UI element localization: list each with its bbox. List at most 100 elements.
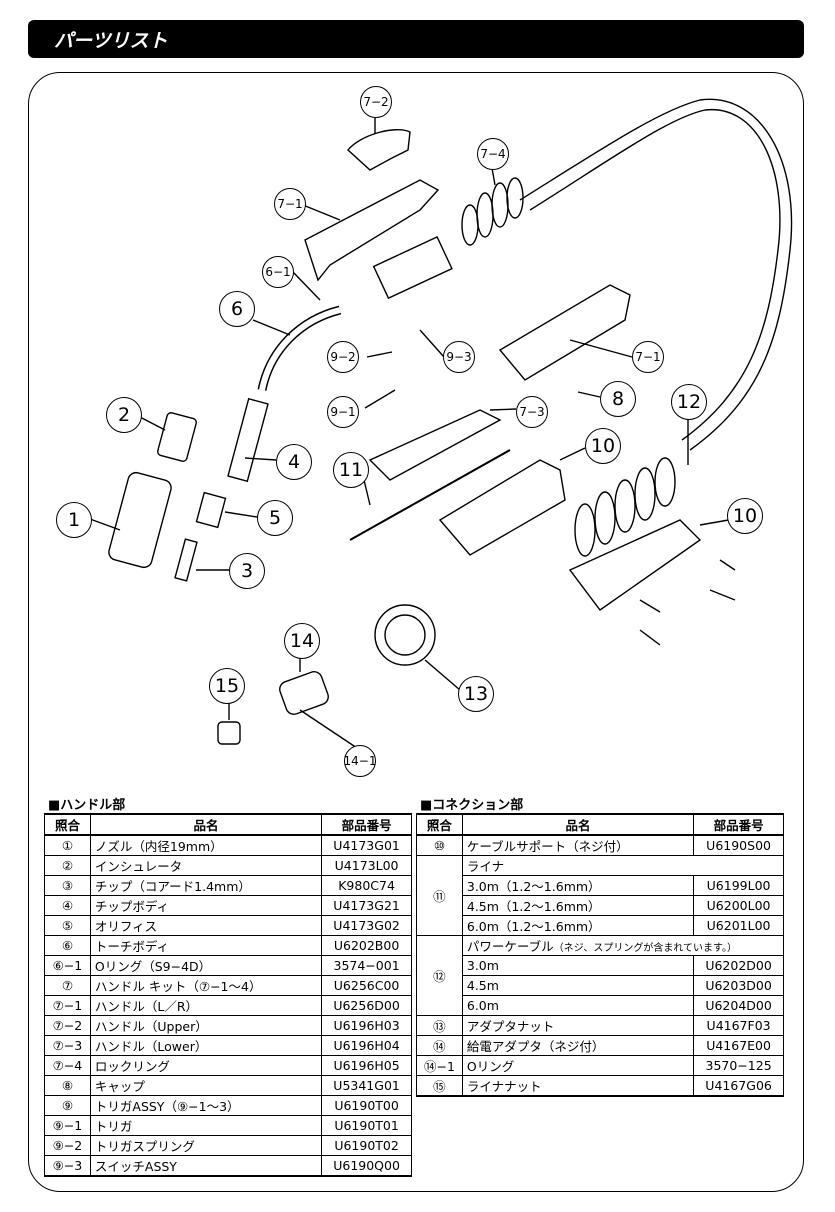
table-row: 6.0m（1.2〜1.6mm） U6201L00	[417, 915, 784, 936]
col-header-ref: 照合	[44, 813, 91, 836]
callout-7-1-right: 7−1	[632, 341, 664, 373]
callout-6: 6	[219, 291, 255, 327]
ref-cell: ⑨−3	[44, 1155, 91, 1177]
connection-parts-table: 照合 品名 部品番号 ⑩ ケーブルサポート（ネジ付） U6190S00 ⑪ ライ…	[416, 813, 785, 1097]
name-cell: 4.5m（1.2〜1.6mm）	[461, 895, 695, 916]
page-title: パーツリスト	[54, 30, 168, 52]
callout-2: 2	[106, 397, 142, 433]
ref-cell: ⑭	[416, 1035, 463, 1056]
name-cell: アダプタナット	[461, 1015, 695, 1036]
name-cell: ノズル（内径19mm）	[89, 834, 323, 856]
name-cell: スイッチASSY	[89, 1155, 323, 1177]
code-cell: U4173G01	[321, 834, 412, 856]
table-row: 6.0m U6204D00	[417, 995, 784, 1016]
code-cell: U4173L00	[321, 855, 412, 876]
table-row: 3.0m U6202D00	[417, 955, 784, 976]
page-title-bar: パーツリスト	[28, 20, 804, 58]
code-cell: U4167E00	[693, 1035, 784, 1056]
name-cell: ハンドル キット（⑦−1〜4）	[89, 975, 323, 996]
name-cell: ハンドル（L／R）	[89, 995, 323, 1016]
code-cell: U6190T02	[321, 1135, 412, 1156]
table-row: ⑩ ケーブルサポート（ネジ付） U6190S00	[416, 834, 784, 856]
ref-cell: ⑥	[44, 935, 91, 956]
name-cell: ケーブルサポート（ネジ付）	[461, 834, 695, 856]
name-cell: トリガ	[89, 1115, 323, 1136]
ref-cell: ②	[44, 855, 91, 876]
callout-14: 14	[284, 623, 320, 659]
callout-7-3: 7−3	[516, 396, 548, 428]
col-header-ref: 照合	[416, 813, 463, 836]
code-cell: U6202D00	[693, 955, 784, 976]
ref-cell: ⑦−4	[44, 1055, 91, 1076]
code-cell: U5341G01	[321, 1075, 412, 1096]
table-row: ⑭−1 Oリング 3570−125	[416, 1055, 784, 1076]
ref-cell: ⑦−1	[44, 995, 91, 1016]
code-cell: U6196H03	[321, 1015, 412, 1036]
callout-7-2: 7−2	[360, 86, 392, 118]
ref-cell: ①	[44, 834, 91, 856]
name-cell: ハンドル（Lower）	[89, 1035, 323, 1056]
code-cell: U6200L00	[693, 895, 784, 916]
ref-cell: ④	[44, 895, 91, 916]
callout-9-3: 9−3	[443, 341, 475, 373]
ref-cell: ⑧	[44, 1075, 91, 1096]
table-header-row: 照合 品名 部品番号	[416, 813, 784, 836]
name-cell: キャップ	[89, 1075, 323, 1096]
ref-cell: ⑨−1	[44, 1115, 91, 1136]
name-cell: チップ（コアード1.4mm）	[89, 875, 323, 896]
code-cell: U6256D00	[321, 995, 412, 1016]
callout-7-4: 7−4	[477, 138, 509, 170]
code-cell: U6204D00	[693, 995, 784, 1016]
table-row: ⑮ ライナナット U4167G06	[416, 1075, 784, 1097]
name-cell: チップボディ	[89, 895, 323, 916]
col-header-name: 品名	[461, 813, 695, 836]
callout-15: 15	[209, 668, 245, 704]
callout-7-1: 7−1	[274, 188, 306, 220]
connection-section-title: ■コネクション部	[420, 798, 524, 813]
table-row: 3.0m（1.2〜1.6mm） U6199L00	[417, 875, 784, 896]
code-cell: U4173G02	[321, 915, 412, 936]
ref-cell: ⑫	[416, 935, 463, 1016]
callout-13: 13	[458, 676, 494, 712]
callout-11: 11	[333, 452, 369, 488]
code-cell: U6190T01	[321, 1115, 412, 1136]
table-row: ⑫ パワーケーブル（ネジ、スプリングが含まれています。）	[416, 935, 785, 1016]
table-row: 4.5m U6203D00	[417, 975, 784, 996]
callout-8: 8	[600, 381, 636, 417]
callout-6-1: 6−1	[262, 256, 294, 288]
code-cell: U4173G21	[321, 895, 412, 916]
name-cell: トリガASSY（⑨−1〜3）	[89, 1095, 323, 1116]
table-row: 4.5m（1.2〜1.6mm） U6200L00	[417, 895, 784, 916]
name-cell: ハンドル（Upper）	[89, 1015, 323, 1036]
name-cell: 6.0m（1.2〜1.6mm）	[461, 915, 695, 936]
code-cell: K980C74	[321, 875, 412, 896]
table-row: ⑬ アダプタナット U4167F03	[416, 1015, 784, 1036]
callout-9-1: 9−1	[327, 396, 359, 428]
callout-3: 3	[229, 553, 265, 589]
ref-cell: ⑭−1	[416, 1055, 463, 1076]
handle-section-title: ■ハンドル部	[48, 798, 126, 813]
callout-5: 5	[257, 500, 293, 536]
power-cable-name: パワーケーブル	[466, 939, 554, 954]
callout-10-upper: 10	[585, 428, 621, 464]
col-header-code: 部品番号	[321, 813, 412, 836]
callout-14-1: 14−1	[344, 745, 376, 777]
name-cell: トーチボディ	[89, 935, 323, 956]
ref-cell: ⑩	[416, 834, 463, 856]
name-cell: ライナ	[461, 855, 785, 876]
code-cell: U4167F03	[693, 1015, 784, 1036]
code-cell: U6203D00	[693, 975, 784, 996]
exploded-parts-diagram	[89, 98, 793, 751]
name-cell: 3.0m（1.2〜1.6mm）	[461, 875, 695, 896]
name-cell: ライナナット	[461, 1075, 695, 1097]
table-row: ⑪ ライナ	[416, 855, 785, 936]
